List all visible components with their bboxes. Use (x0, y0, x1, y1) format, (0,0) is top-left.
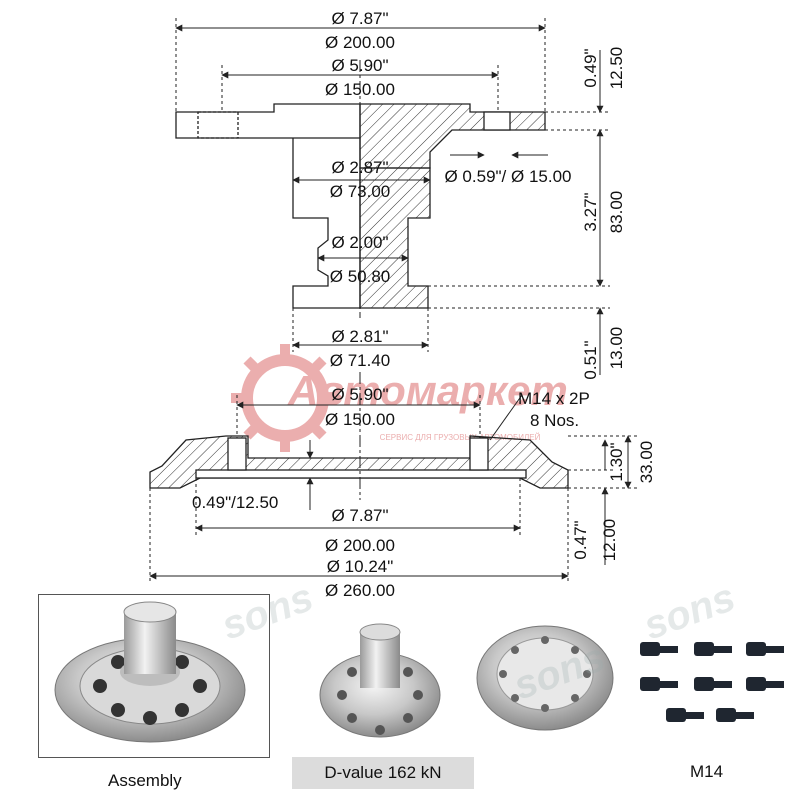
dim-bot-inner-in: Ø 7.87" (331, 506, 388, 525)
dim-bot-od-in: Ø 10.24" (327, 557, 394, 576)
dim-bot-height-mm: 33.00 (637, 441, 656, 484)
dim-bot-thk-mm: 12.00 (600, 519, 619, 562)
dim-bot-step: 0.49"/12.50 (192, 493, 278, 512)
dim-bot-thk-in: 0.47" (571, 520, 590, 559)
assembly-frame (38, 594, 270, 758)
dim-pin-len-mm: 83.00 (607, 191, 626, 234)
dim-thread-1: M14 x 2P (518, 389, 590, 408)
caption-assembly: Assembly (108, 771, 182, 790)
bottom-plate-section (149, 435, 569, 489)
dim-bot-od-mm: Ø 260.00 (325, 581, 395, 600)
dim-top-pcd-in: Ø 5.90" (331, 56, 388, 75)
flange-hole-section (483, 111, 511, 131)
top-flange-left (175, 103, 361, 139)
logo-mark-3: sons (638, 575, 741, 648)
dim-collar-in: 0.51" (581, 340, 600, 379)
photo-bolts (640, 642, 784, 722)
photo-bottom-plate (476, 625, 614, 731)
dim-flange-thk-in: 0.49" (581, 48, 600, 87)
dim-pin-upper-mm: Ø 73.00 (330, 182, 391, 201)
caption-dvalue: D-value 162 kN (292, 757, 474, 789)
top-dimension-lines (175, 18, 610, 375)
dim-pin-upper-in: Ø 2.87" (331, 158, 388, 177)
caption-bolts: M14 (690, 762, 724, 781)
dim-pin-lower-in: Ø 2.81" (331, 327, 388, 346)
dim-bot-pcd-mm: Ø 150.00 (325, 410, 395, 429)
dim-bot-pcd-in: Ø 5.90" (331, 385, 388, 404)
gear-icon (231, 344, 339, 452)
dim-pin-neck-mm: Ø 50.80 (330, 267, 391, 286)
dim-flange-thk-mm: 12.50 (607, 47, 626, 90)
dim-bot-inner-mm: Ø 200.00 (325, 536, 395, 555)
dim-top-pcd-mm: Ø 150.00 (325, 80, 395, 99)
watermark-tagline: СЕРВИС ДЛЯ ГРУЗОВЫХ АВТОМОБИЛЕЙ (380, 433, 541, 442)
dim-thread-2: 8 Nos. (530, 411, 579, 430)
dim-hole-dia: Ø 0.59"/ Ø 15.00 (444, 167, 571, 186)
dim-bot-height-in: 1.30" (607, 442, 626, 481)
dim-pin-neck-in: Ø 2.00" (331, 233, 388, 252)
dim-pin-lower-mm: Ø 71.40 (330, 351, 391, 370)
dim-pin-len-in: 3.27" (581, 192, 600, 231)
pin-section (359, 167, 431, 309)
dim-top-od-mm: Ø 200.00 (325, 33, 395, 52)
dim-collar-mm: 13.00 (607, 327, 626, 370)
king-pin-section (175, 103, 546, 309)
photo-king-pin (319, 623, 441, 738)
bottom-dimension-lines (149, 394, 640, 584)
dim-top-od-in: Ø 7.87" (331, 9, 388, 28)
pin-left-outline (292, 138, 361, 309)
flange-hole-hidden (197, 111, 239, 139)
photo-assembly (54, 601, 246, 743)
